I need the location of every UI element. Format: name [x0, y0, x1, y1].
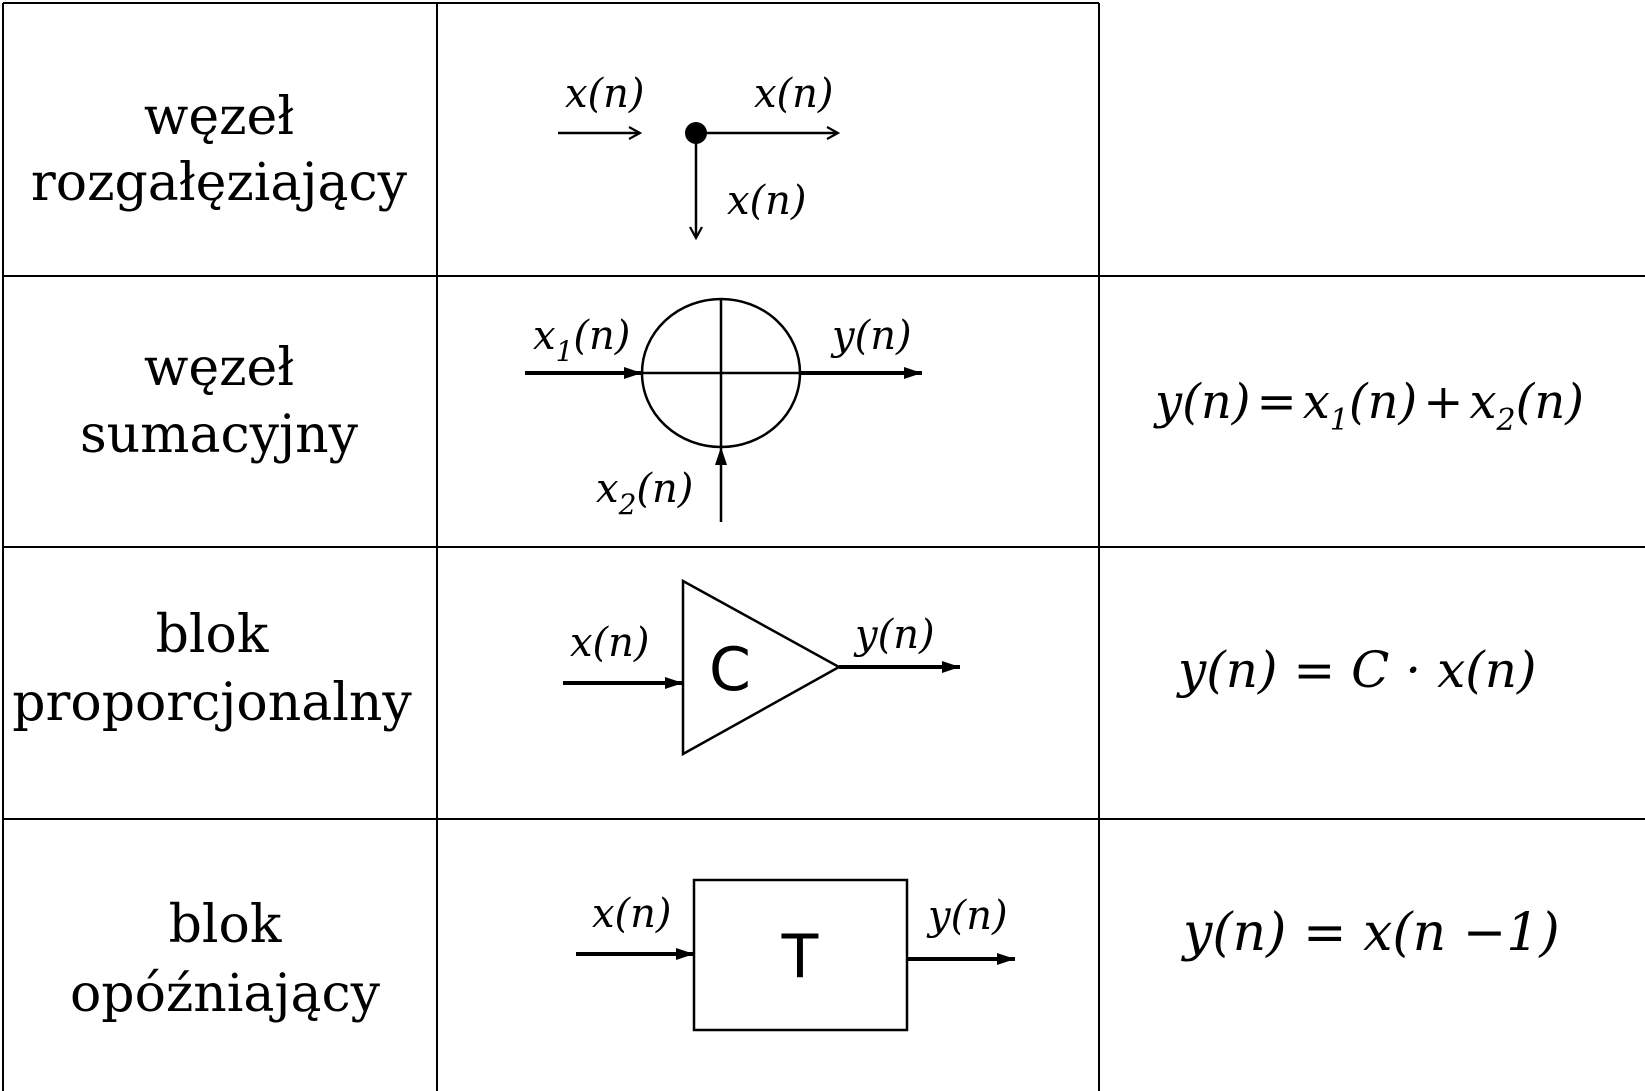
row-name-line-2: sumacyjny	[80, 405, 359, 465]
row-name-line-1: węzeł	[144, 338, 294, 398]
summing-node-diagram: x1(n) y(n) x2(n)	[525, 297, 922, 522]
branch-label: x(n)	[727, 178, 807, 224]
row-proportional-block: blok proporcjonalny C x(n) y(n) y(n) = C…	[12, 578, 1537, 757]
input1-label: x1(n)	[533, 313, 630, 368]
input2-label: x2(n)	[596, 466, 693, 521]
gain-triangle	[681, 578, 842, 757]
delay-block-diagram: T x(n) y(n)	[576, 878, 1015, 1032]
row-branch-node: węzeł rozgałęziający x(n) x(n) x(n)	[31, 71, 838, 238]
branch-node-diagram: x(n) x(n) x(n)	[558, 71, 838, 238]
formula: y(n) = C · x(n)	[1176, 641, 1537, 699]
output-label: y(n)	[830, 313, 912, 359]
input-label: x(n)	[570, 620, 650, 666]
output-label: y(n)	[853, 612, 935, 658]
proportional-block-diagram: C x(n) y(n)	[563, 578, 960, 757]
gain-block-label: C	[709, 635, 751, 705]
row-name-line-1: blok	[156, 605, 269, 665]
delay-block-label: T	[781, 922, 819, 992]
output-label: x(n)	[754, 71, 834, 117]
row-delay-block: blok opóźniający T x(n) y(n) y(n) = x(n …	[70, 878, 1560, 1032]
formula: y(n)=x1(n)+x2(n)	[1153, 374, 1584, 438]
row-name-line-1: blok	[169, 895, 282, 955]
row-name-line-2: proporcjonalny	[12, 673, 412, 733]
row-name-line-1: węzeł	[144, 87, 294, 147]
output-label: y(n)	[926, 893, 1008, 939]
row-summing-node: węzeł sumacyjny x1(n) y(n) x2(n) y(n)=x1…	[80, 297, 1584, 522]
row-name-line-2: rozgałęziający	[31, 153, 408, 213]
branch-node-dot	[685, 122, 707, 144]
input-label: x(n)	[592, 891, 672, 937]
formula: y(n) = x(n −1)	[1181, 903, 1560, 963]
input-label: x(n)	[565, 71, 645, 117]
row-name-line-2: opóźniający	[70, 964, 381, 1024]
